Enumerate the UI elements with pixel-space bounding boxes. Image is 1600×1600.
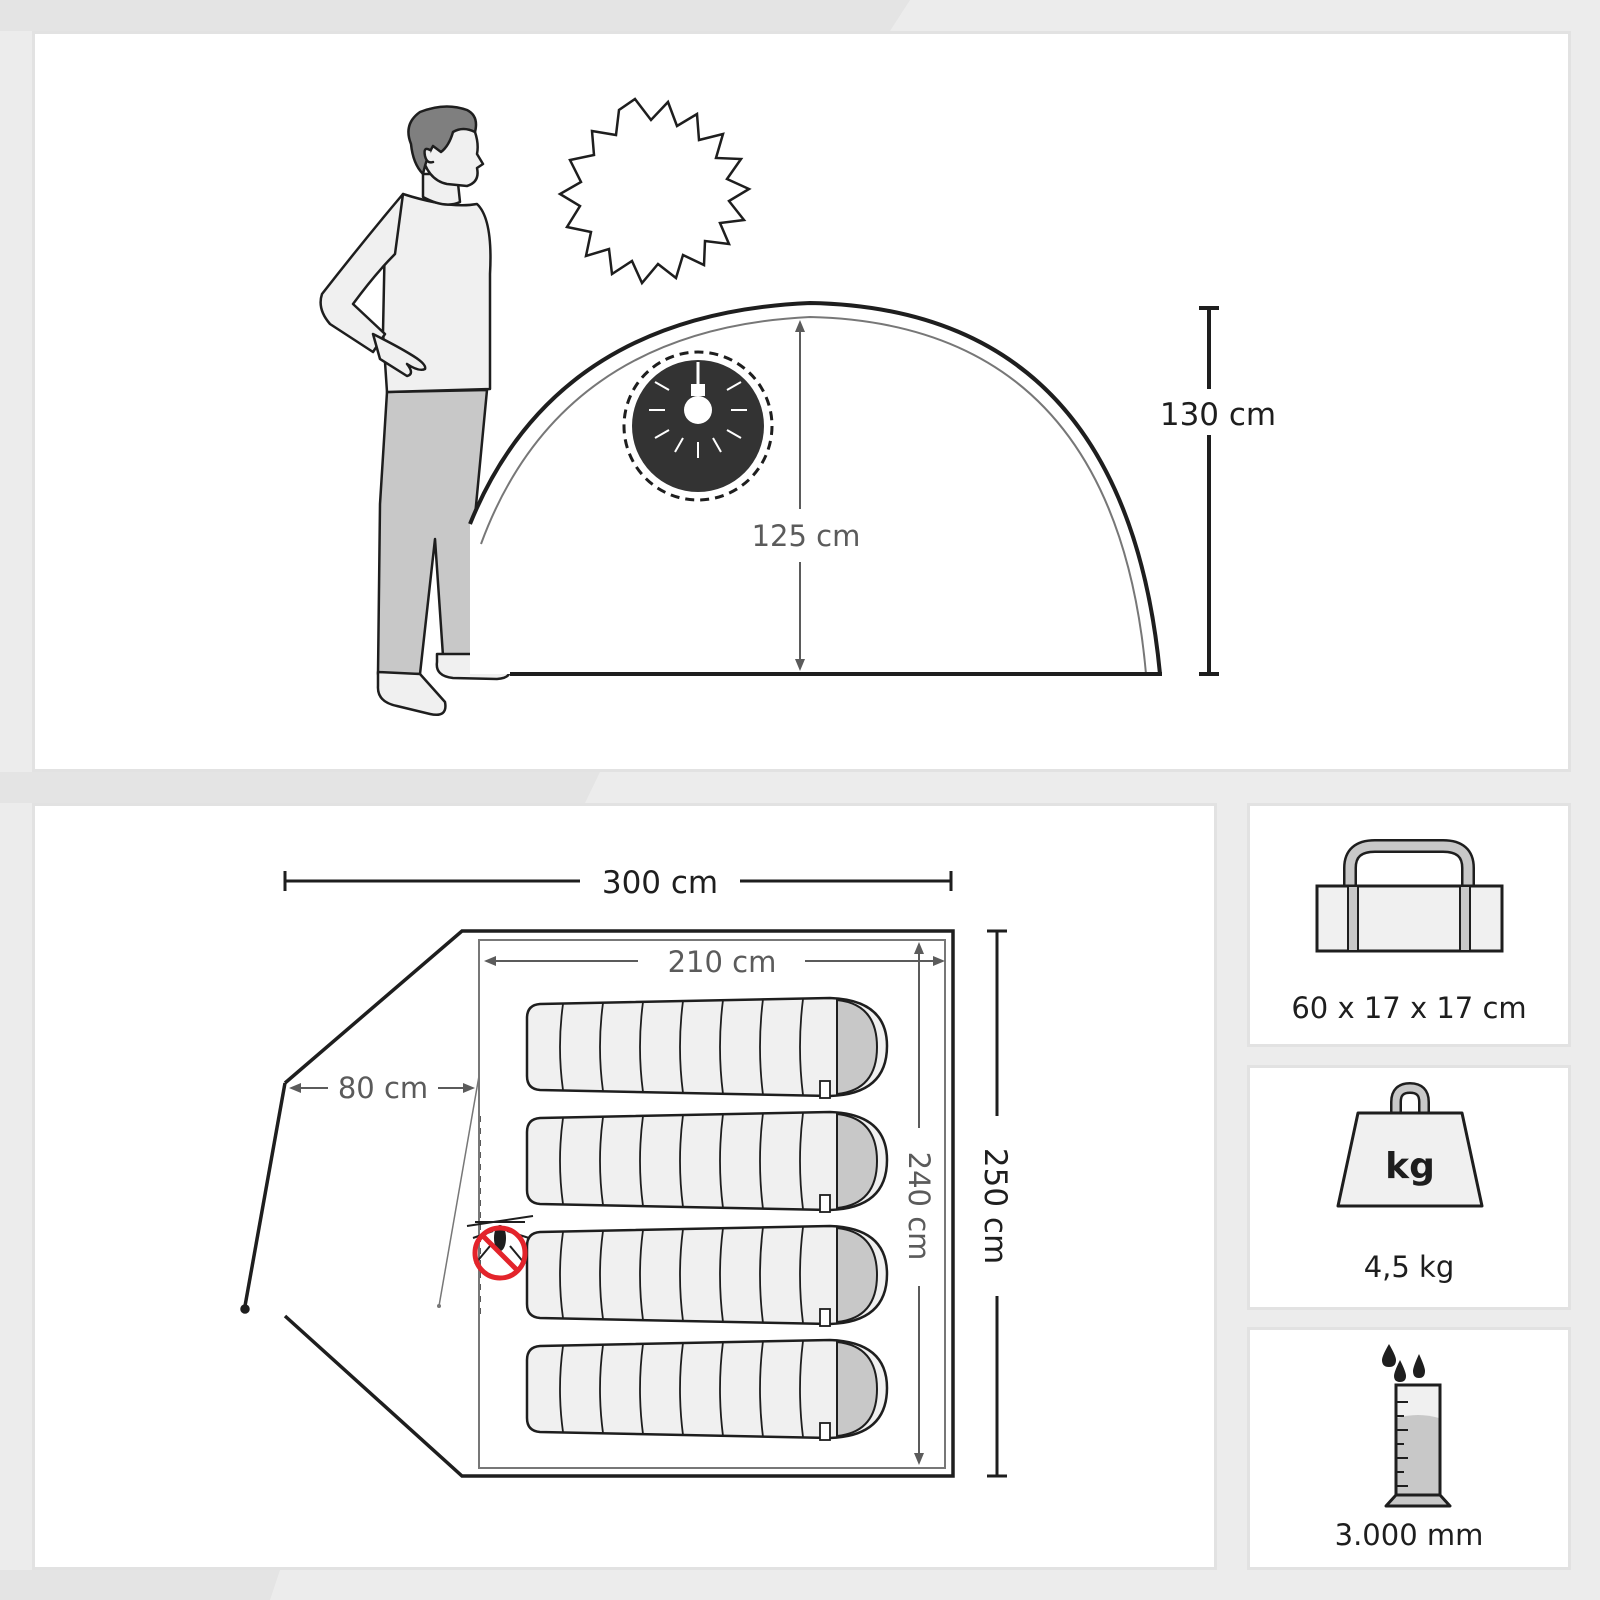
inner-length-label: 210 cm <box>668 945 777 979</box>
sleeping-bag-icon <box>525 1224 889 1327</box>
total-length-label: 300 cm <box>602 865 718 901</box>
floor-plan-drawing: 300 cm 210 cm 80 cm <box>240 865 1013 1478</box>
sleeping-bag-icon <box>525 1338 889 1441</box>
pack-size-panel: 60 x 17 x 17 cm <box>1247 803 1571 1047</box>
side-view-panel: 125 cm 130 cm <box>32 31 1571 772</box>
water-column-icon <box>1382 1344 1452 1508</box>
inner-height-dimension <box>795 320 805 671</box>
sleeping-bag-icon <box>525 996 889 1099</box>
no-mosquito-icon <box>466 1215 534 1281</box>
total-length-dimension <box>283 871 953 891</box>
carry-bag-icon <box>1315 839 1504 953</box>
total-width-label: 250 cm <box>977 1148 1013 1264</box>
total-width-dimension <box>987 929 1007 1478</box>
sleeping-bags <box>525 996 889 1441</box>
vestibule-depth-label: 80 cm <box>338 1071 428 1105</box>
weight-symbol: kg <box>1385 1146 1435 1187</box>
sleeping-bag-icon <box>525 1110 889 1213</box>
water-column-label: 3.000 mm <box>1334 1518 1484 1552</box>
floor-plan-panel: 300 cm 210 cm 80 cm <box>32 803 1217 1570</box>
weight-label: 4,5 kg <box>1363 1250 1455 1284</box>
outer-height-dimension <box>1199 306 1219 676</box>
lamp-icon <box>622 350 774 502</box>
sun-icon <box>557 97 752 286</box>
pack-size-label: 60 x 17 x 17 cm <box>1291 991 1527 1025</box>
tent-dome <box>468 300 1162 676</box>
inner-height-label: 125 cm <box>752 519 861 553</box>
outer-height-label: 130 cm <box>1160 397 1276 433</box>
weight-icon: kg <box>1336 1081 1484 1208</box>
inner-tent-outline <box>478 939 946 1469</box>
person-icon <box>319 105 511 716</box>
vestibule-dimension <box>289 1083 475 1093</box>
inner-width-dimension <box>914 942 924 1465</box>
tent-floor-outline <box>240 929 955 1478</box>
side-view-drawing: 125 cm 130 cm <box>319 97 1276 716</box>
inner-width-label: 240 cm <box>902 1152 936 1261</box>
weight-panel: kg 4,5 kg <box>1247 1065 1571 1310</box>
water-column-panel: 3.000 mm <box>1247 1327 1571 1570</box>
